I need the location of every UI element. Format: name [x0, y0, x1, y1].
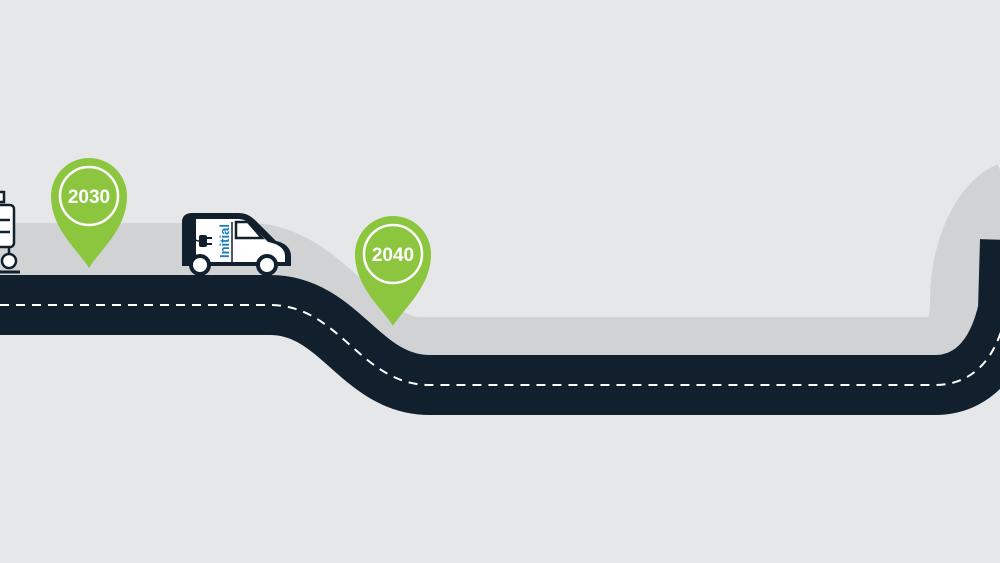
map-pin-icon	[51, 158, 127, 268]
ev-plug-icon	[190, 225, 212, 247]
year-marker-2030: 2030	[51, 158, 127, 268]
year-label-2030: 2030	[68, 187, 110, 208]
road-shadow	[0, 164, 1000, 383]
year-marker-2040: 2040	[355, 216, 431, 326]
year-label-2040: 2040	[372, 245, 414, 266]
road-lane-marking	[0, 304, 1000, 386]
map-pin-icon	[355, 216, 431, 326]
van-rear-wheel	[189, 254, 211, 276]
van-brand-text: Initial	[217, 224, 232, 258]
charging-station-icon	[0, 190, 20, 274]
van-front-wheel	[256, 254, 278, 276]
electric-van-icon: Initial	[182, 213, 291, 276]
